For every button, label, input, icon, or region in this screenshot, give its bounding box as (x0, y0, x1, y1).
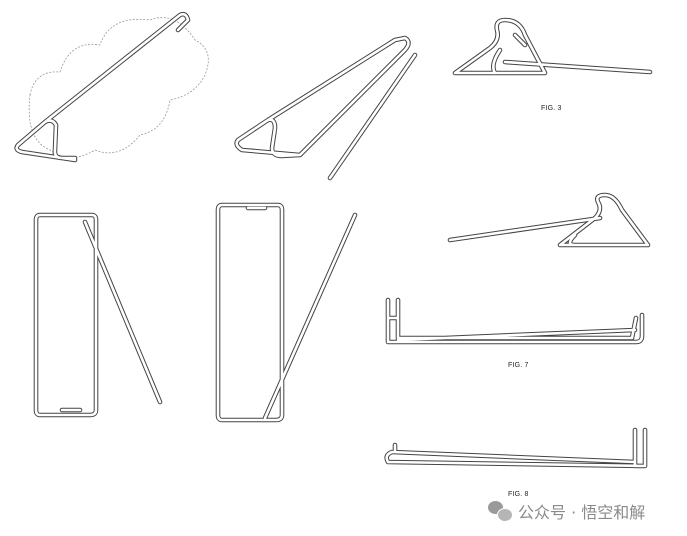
fig-8-label: FIG. 8 (508, 491, 529, 498)
figure-8-rear-view (387, 430, 645, 466)
fig-3-label: FIG. 3 (541, 105, 562, 112)
figure-1-perspective-with-load (17, 14, 209, 160)
figure-7-front-view (388, 300, 642, 342)
watermark: 公众号 · 悟空和解 (488, 499, 645, 523)
figure-4-top-view (36, 215, 160, 415)
figure-3-side-view (455, 20, 650, 73)
figure-5-bottom-view (218, 205, 355, 420)
fig-7-label: FIG. 7 (508, 362, 529, 369)
watermark-text: 公众号 · 悟空和解 (518, 503, 646, 522)
figure-6-side-view (450, 195, 648, 245)
wechat-icon (488, 501, 513, 522)
figure-2-perspective (237, 38, 415, 178)
